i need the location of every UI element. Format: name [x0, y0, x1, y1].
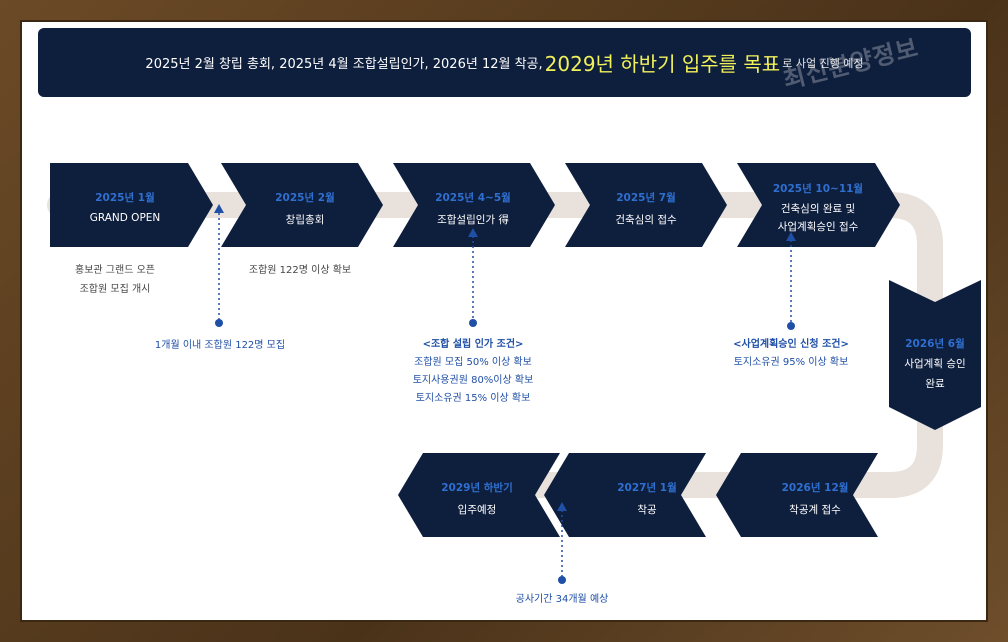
- note-approval-line-1: 조합원 모집 50% 이상 확보: [414, 357, 532, 368]
- step-9: 2029년 하반기 입주예정: [402, 480, 552, 517]
- step-7-date: 2026년 12월: [781, 482, 849, 494]
- banner: 2025년 2월 창립 총회, 2025년 4월 조합설립인가, 2026년 1…: [38, 28, 971, 97]
- note-plan: <사업계획승인 신청 조건> 토지소유권 95% 이상 확보: [701, 336, 881, 372]
- note-construction: 공사기간 34개월 예상: [515, 594, 609, 605]
- step-5-title: 건축심의 완료 및: [780, 203, 856, 215]
- step-4-date: 2025년 7월: [616, 192, 676, 204]
- step-1: 2025년 1월 GRAND OPEN: [50, 190, 200, 224]
- step-1-date: 2025년 1월: [95, 192, 155, 204]
- banner-text: 2025년 2월 창립 총회, 2025년 4월 조합설립인가, 2026년 1…: [38, 28, 971, 97]
- note-open-line-2: 조합원 모집 개시: [79, 284, 151, 295]
- step-arrow-4: [565, 163, 727, 247]
- step-5-date: 2025년 10~11월: [772, 183, 864, 195]
- note-approval: <조합 설립 인가 조건> 조합원 모집 50% 이상 확보 토지사용권원 80…: [383, 336, 563, 408]
- step-4: 2025년 7월 건축심의 접수: [571, 190, 721, 227]
- banner-lead: 2025년 2월 창립 총회, 2025년 4월 조합설립인가, 2026년 1…: [145, 57, 543, 72]
- step-6: 2026년 6월 사업계획 승인 완료: [885, 336, 985, 391]
- step-arrow-7: [716, 453, 878, 537]
- connector-approval-arrow: [468, 228, 478, 237]
- note-approval-line-3: 토지소유권 15% 이상 확보: [415, 393, 531, 404]
- connector-recruit-arrow: [214, 204, 224, 213]
- step-arrow-9: [398, 453, 560, 537]
- step-arrow-5: [737, 163, 900, 247]
- step-arrow-8: [544, 453, 706, 537]
- note-approval-line-2: 토지사용권원 80%이상 확보: [412, 375, 534, 386]
- step-2-date: 2025년 2월: [275, 192, 335, 204]
- note-approval-head: <조합 설립 인가 조건>: [422, 339, 524, 350]
- step-8-title: 착공: [637, 504, 657, 516]
- connector-construction-dot: [558, 576, 566, 584]
- step-arrow-1: [50, 163, 213, 247]
- step-6-title2: 완료: [925, 378, 945, 390]
- connector-plan-dot: [787, 322, 795, 330]
- step-6-title: 사업계획 승인: [904, 358, 966, 370]
- connector-plan-arrow: [786, 232, 796, 241]
- step-3-title: 조합설립인가 得: [437, 214, 509, 226]
- step-9-title: 입주예정: [457, 504, 497, 516]
- banner-tail: 로 사업 진행 예정: [782, 56, 864, 70]
- step-5-title2: 사업계획승인 접수: [777, 221, 859, 233]
- connector-approval-dot: [469, 319, 477, 327]
- step-7: 2026년 12월 착공계 접수: [740, 480, 890, 517]
- step-3-date: 2025년 4~5월: [435, 192, 511, 204]
- connector-construction-arrow: [557, 502, 567, 511]
- note-meeting: 조합원 122명 이상 확보: [248, 265, 352, 276]
- note-plan-line-1: 토지소유권 95% 이상 확보: [733, 357, 849, 368]
- step-5: 2025년 10~11월 건축심의 완료 및 사업계획승인 접수: [743, 181, 893, 234]
- step-arrow-6: [889, 280, 981, 430]
- step-2: 2025년 2월 창립총회: [230, 190, 380, 227]
- note-recruit: 1개월 이내 조합원 122명 모집: [154, 340, 286, 351]
- connector-recruit-dot: [215, 319, 223, 327]
- step-6-date: 2026년 6월: [905, 338, 965, 350]
- step-8: 2027년 1월 착공: [572, 480, 722, 517]
- note-plan-head: <사업계획승인 신청 조건>: [733, 339, 849, 350]
- step-9-date: 2029년 하반기: [441, 482, 513, 494]
- step-4-title: 건축심의 접수: [615, 214, 677, 226]
- banner-highlight: 2029년 하반기 입주를 목표: [544, 52, 781, 76]
- step-3: 2025년 4~5월 조합설립인가 得: [398, 190, 548, 227]
- step-1-title: GRAND OPEN: [89, 212, 161, 224]
- note-open: 홍보관 그랜드 오픈 조합원 모집 개시: [40, 261, 190, 299]
- step-arrow-2: [221, 163, 383, 247]
- note-open-line-1: 홍보관 그랜드 오픈: [75, 265, 155, 276]
- step-2-title: 창립총회: [285, 214, 325, 226]
- step-arrow-3: [393, 163, 555, 247]
- step-7-title: 착공계 접수: [789, 504, 841, 516]
- step-8-date: 2027년 1월: [617, 482, 677, 494]
